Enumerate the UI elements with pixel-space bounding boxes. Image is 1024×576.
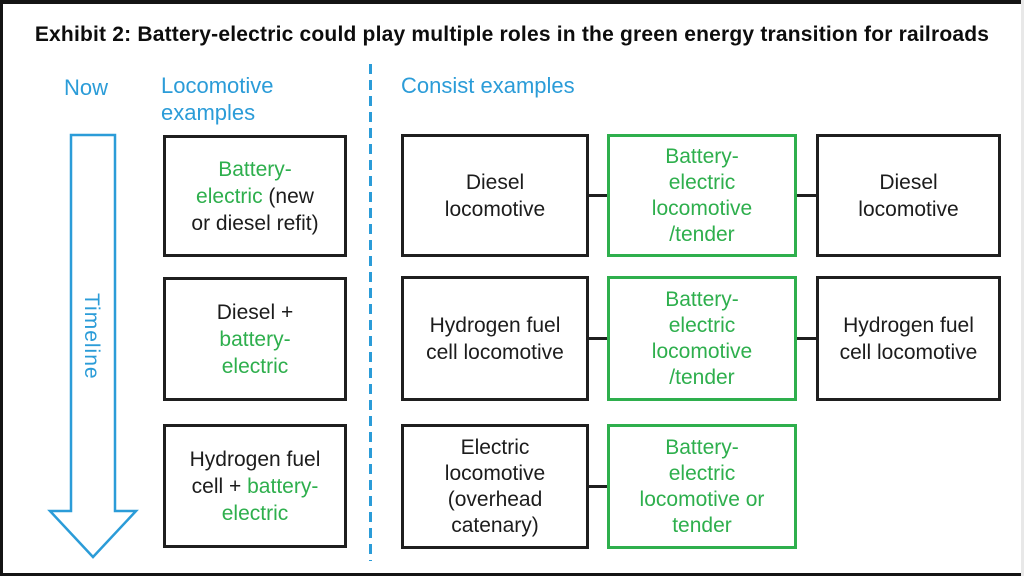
box-text-line: locomotive bbox=[858, 197, 959, 221]
connector-line bbox=[797, 194, 816, 197]
text-segment: battery- bbox=[219, 327, 291, 351]
box-text-line: Battery- bbox=[665, 287, 739, 311]
box-text-line: electric (new bbox=[196, 183, 314, 210]
box-text-line: Diesel + bbox=[217, 299, 293, 326]
locomotive-header-line2: examples bbox=[161, 100, 256, 125]
consist-row1-right-box: Diesel locomotive bbox=[816, 134, 1001, 257]
consist-row2-left-box: Hydrogen fuel cell locomotive bbox=[401, 276, 589, 401]
box-text-line: locomotive bbox=[444, 461, 546, 485]
locomotive-box-hydrogen-battery: Hydrogen fuel cell + battery- electric bbox=[163, 424, 347, 548]
consist-row3-middle-box: Battery- electric locomotive or tender bbox=[607, 424, 797, 549]
box-text-line: electric bbox=[668, 170, 736, 194]
box-text-line: or diesel refit) bbox=[191, 210, 318, 237]
timeline-arrow-icon bbox=[47, 133, 139, 559]
text-segment: or diesel refit) bbox=[191, 211, 319, 235]
box-text-line: electric bbox=[222, 353, 289, 380]
box-text-line: Battery- bbox=[218, 156, 292, 183]
box-text-line: electric bbox=[668, 461, 736, 485]
locomotive-box-diesel-battery: Diesel + battery- electric bbox=[163, 277, 347, 401]
box-text-line: cell locomotive bbox=[839, 340, 978, 364]
now-label: Now bbox=[64, 75, 109, 100]
box-text-line: locomotive bbox=[444, 197, 546, 221]
text-segment: electric bbox=[196, 184, 263, 208]
connector-line bbox=[589, 337, 607, 340]
text-segment: electric bbox=[221, 354, 289, 378]
box-text-line: Hydrogen fuel bbox=[190, 446, 321, 473]
box-text-line: catenary) bbox=[451, 513, 539, 537]
text-segment: Battery- bbox=[218, 157, 292, 181]
text-segment: Diesel + bbox=[216, 300, 294, 324]
box-text-line: cell + battery- bbox=[192, 473, 319, 500]
connector-line bbox=[589, 485, 607, 488]
box-text-line: cell locomotive bbox=[426, 340, 564, 364]
exhibit-title: Exhibit 2: Battery-electric could play m… bbox=[34, 23, 990, 46]
consist-row1-left-box: Diesel locomotive bbox=[401, 134, 589, 257]
box-text-line: Electric bbox=[460, 435, 530, 459]
box-text-line: electric bbox=[222, 500, 289, 527]
text-segment: electric bbox=[221, 501, 289, 525]
text-segment: Hydrogen fuel bbox=[189, 447, 321, 471]
text-segment: cell + bbox=[191, 474, 248, 498]
consist-column-header: Consist examples bbox=[401, 73, 575, 98]
dashed-divider bbox=[369, 64, 372, 561]
box-text-line: Battery- bbox=[665, 144, 739, 168]
box-text-line: /tender bbox=[669, 365, 735, 389]
box-text-line: battery- bbox=[219, 326, 290, 353]
text-segment: battery- bbox=[247, 474, 319, 498]
consist-row3-left-box: Electric locomotive (overhead catenary) bbox=[401, 424, 589, 549]
consist-row1-middle-box: Battery- electric locomotive /tender bbox=[607, 134, 797, 257]
box-text-line: Hydrogen fuel bbox=[843, 313, 974, 337]
box-text-line: tender bbox=[672, 513, 732, 537]
box-text-line: Battery- bbox=[665, 435, 739, 459]
box-text-line: (overhead bbox=[447, 487, 543, 511]
box-text-line: /tender bbox=[669, 222, 735, 246]
box-text-line: locomotive bbox=[651, 339, 753, 363]
box-text-line: electric bbox=[668, 313, 736, 337]
connector-line bbox=[797, 337, 816, 340]
text-segment: (new bbox=[262, 184, 314, 208]
box-text-line: Diesel bbox=[879, 170, 938, 194]
consist-row2-right-box: Hydrogen fuel cell locomotive bbox=[816, 276, 1001, 401]
consist-row2-middle-box: Battery- electric locomotive /tender bbox=[607, 276, 797, 401]
locomotive-column-header: Locomotive examples bbox=[161, 72, 274, 126]
locomotive-box-battery-electric: Battery- electric (new or diesel refit) bbox=[163, 135, 347, 257]
connector-line bbox=[589, 194, 607, 197]
box-text-line: Diesel bbox=[465, 170, 525, 194]
locomotive-header-line1: Locomotive bbox=[161, 73, 274, 98]
box-text-line: locomotive or bbox=[639, 487, 765, 511]
box-text-line: Hydrogen fuel bbox=[429, 313, 561, 337]
box-text-line: locomotive bbox=[651, 196, 753, 220]
timeline-axis-label: Timeline bbox=[80, 293, 103, 380]
